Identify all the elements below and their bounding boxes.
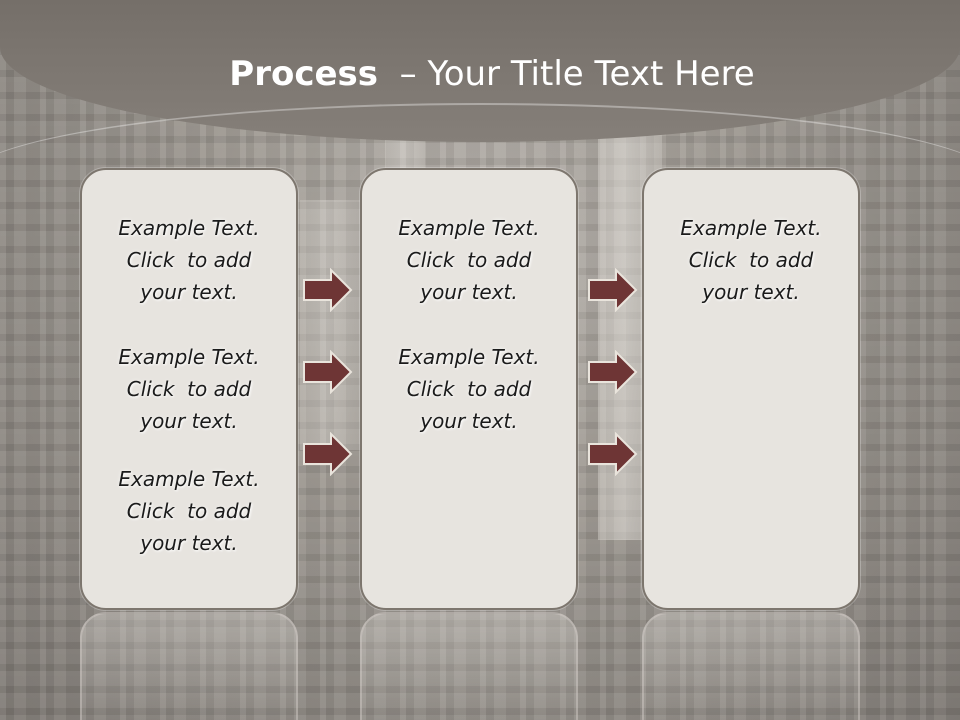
text-line: Example Text.: [118, 345, 260, 369]
right-arrow-icon[interactable]: [588, 350, 638, 394]
text-block[interactable]: Example Text. Click to add your text.: [362, 341, 576, 437]
text-line: your text.: [140, 409, 238, 433]
text-block[interactable]: Example Text. Click to add your text.: [644, 212, 858, 308]
title-rest: – Your Title Text Here: [399, 54, 755, 94]
text-line: Click to add: [126, 499, 252, 523]
text-line: Example Text.: [398, 216, 540, 240]
text-block[interactable]: Example Text. Click to add your text.: [82, 341, 296, 437]
text-block[interactable]: Example Text. Click to add your text.: [82, 212, 296, 308]
text-line: Example Text.: [398, 345, 540, 369]
right-arrow-icon[interactable]: [303, 432, 353, 476]
title-spacer: [378, 54, 400, 94]
panel-reflection: [360, 612, 578, 720]
text-line: your text.: [420, 409, 518, 433]
right-arrow-icon[interactable]: [588, 432, 638, 476]
text-line: Example Text.: [118, 467, 260, 491]
header-curve-line: [0, 103, 960, 265]
text-line: Click to add: [126, 377, 252, 401]
text-line: your text.: [140, 280, 238, 304]
process-panel-3[interactable]: Example Text. Click to add your text.: [642, 168, 860, 610]
slide-title[interactable]: Process – Your Title Text Here: [0, 52, 960, 96]
text-block[interactable]: Example Text. Click to add your text.: [362, 212, 576, 308]
text-line: your text.: [702, 280, 800, 304]
text-line: Example Text.: [118, 216, 260, 240]
panel-reflection: [80, 612, 298, 720]
title-bold: Process: [229, 54, 379, 94]
process-panel-1[interactable]: Example Text. Click to add your text. Ex…: [80, 168, 298, 610]
right-arrow-icon[interactable]: [303, 350, 353, 394]
text-line: Example Text.: [680, 216, 822, 240]
right-arrow-icon[interactable]: [588, 268, 638, 312]
text-line: your text.: [420, 280, 518, 304]
panel-reflection: [642, 612, 860, 720]
text-block[interactable]: Example Text. Click to add your text.: [82, 463, 296, 559]
text-line: your text.: [140, 531, 238, 555]
text-line: Click to add: [688, 248, 814, 272]
text-line: Click to add: [406, 377, 532, 401]
text-line: Click to add: [126, 248, 252, 272]
text-line: Click to add: [406, 248, 532, 272]
process-panel-2[interactable]: Example Text. Click to add your text. Ex…: [360, 168, 578, 610]
right-arrow-icon[interactable]: [303, 268, 353, 312]
